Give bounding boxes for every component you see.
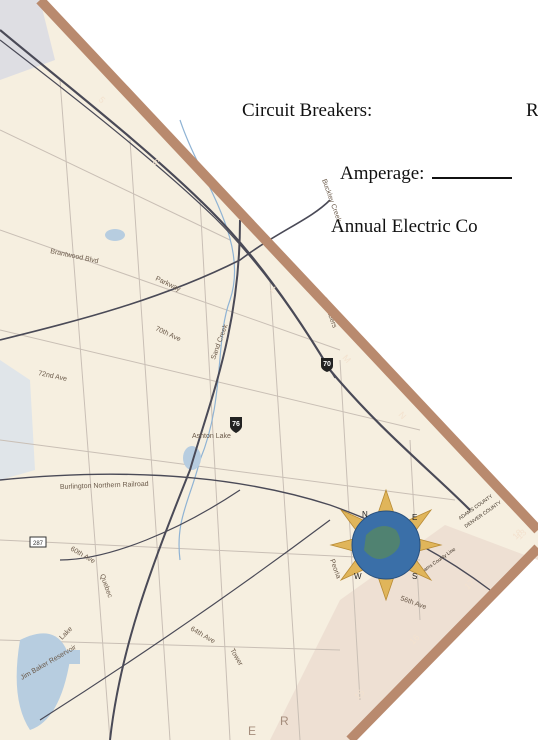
amperage-label: Amperage: — [340, 163, 425, 184]
svg-text:5: 5 — [97, 95, 108, 105]
highway-shield-76: 76 — [230, 417, 242, 433]
ashton-lake — [183, 446, 201, 470]
jim-baker-reservoir — [16, 633, 71, 730]
svg-text:Ashton Lake: Ashton Lake — [192, 433, 231, 440]
svg-text:N: N — [397, 410, 409, 422]
svg-text:6: 6 — [151, 157, 162, 167]
svg-text:S: S — [412, 572, 417, 581]
highway-shield-287: 287 — [29, 536, 47, 548]
svg-text:L: L — [269, 285, 280, 295]
reservoir-north — [105, 229, 125, 241]
map-border — [36, 0, 538, 740]
amperage-row: Amperage: — [340, 159, 513, 185]
svg-text:70: 70 — [323, 361, 331, 368]
lake-small — [60, 650, 80, 664]
highway-shield-70: 70 — [321, 358, 333, 372]
svg-text:287: 287 — [33, 541, 44, 547]
amperage-input-line[interactable] — [432, 159, 513, 179]
highways — [0, 29, 491, 740]
bottom-letter-e: E — [248, 724, 256, 738]
svg-text:W: W — [354, 572, 362, 581]
compass-rose: N E S W — [329, 488, 443, 602]
sand-creek-stream — [178, 119, 236, 561]
road-grid — [0, 79, 456, 740]
svg-text:E: E — [412, 513, 417, 522]
annual-electric-label: Annual Electric Co — [331, 216, 478, 237]
bottom-letter-r: R — [280, 714, 289, 728]
svg-text:N: N — [362, 510, 368, 519]
circuit-breakers-r-fragment: R — [526, 100, 538, 121]
svg-text:Burlington Northern Railroad: Burlington Northern Railroad — [60, 481, 149, 491]
svg-text:76: 76 — [232, 421, 240, 428]
circuit-breakers-label: Circuit Breakers: — [242, 100, 373, 121]
